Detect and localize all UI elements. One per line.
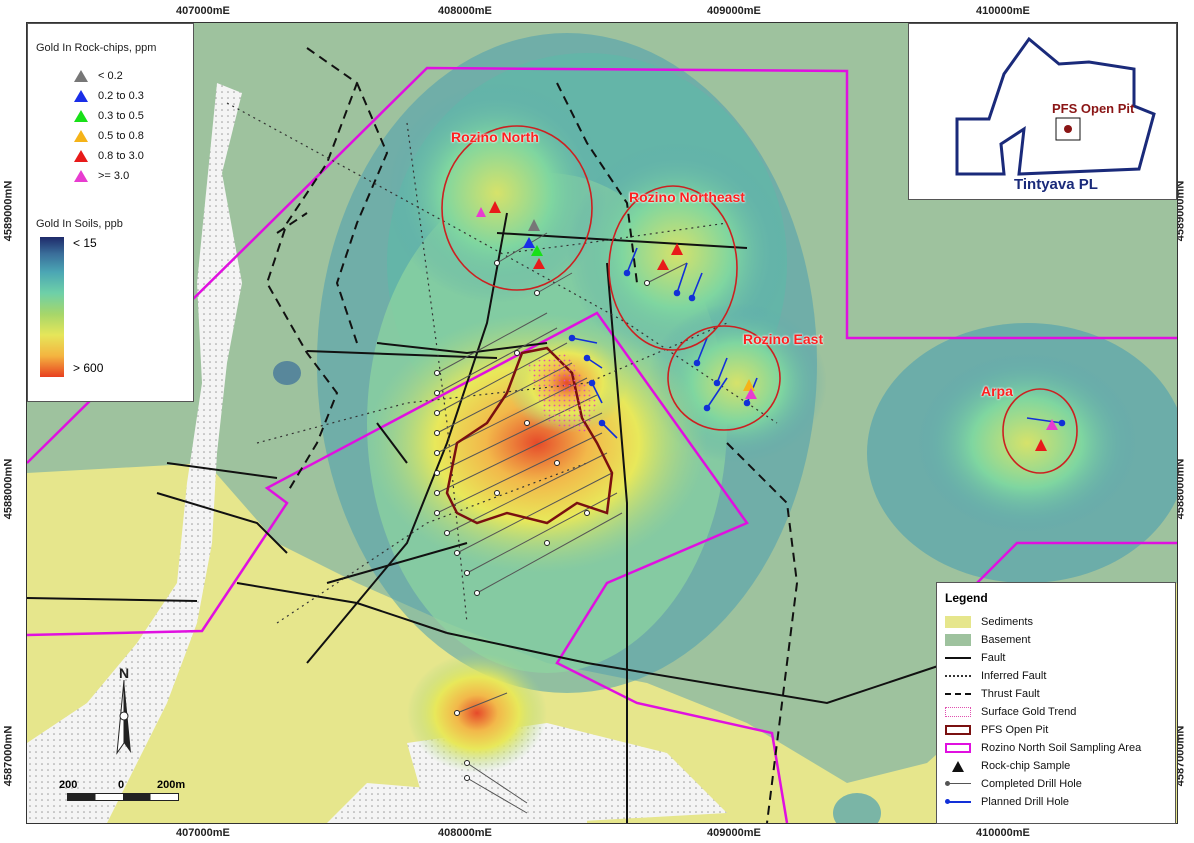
y-tick-left: 4589000mN [2, 180, 15, 242]
inferred-fault-line-icon [945, 675, 971, 677]
scale-label-mid: 0 [118, 779, 125, 791]
licence-outline [955, 36, 1156, 176]
x-tick-bottom: 408000mE [438, 827, 492, 839]
target-ellipses [441, 125, 1078, 474]
y-tick-left: 4588000mN [2, 458, 15, 520]
planned-drill-hole-icon [945, 796, 971, 808]
x-tick-top: 408000mE [438, 5, 492, 17]
fault-line-icon [945, 657, 971, 659]
inset-map: PFS Open Pit Tintyava PL [908, 23, 1177, 200]
rockchip-legend-item: >= 3.0 [74, 166, 144, 186]
map-legend: Legend Sediments Basement Fault Inferred… [936, 582, 1176, 824]
pit-outline-swatch [945, 725, 971, 735]
legend-title: Legend [945, 591, 988, 605]
rockchip-legend-list: < 0.2 0.2 to 0.3 0.3 to 0.5 0.5 to 0.8 0… [74, 66, 144, 186]
legend-item-sediments: Sediments [945, 613, 1141, 631]
target-label-rozino-northeast: Rozino Northeast [629, 189, 745, 205]
target-label-rozino-east: Rozino East [743, 331, 824, 347]
soil-colour-ramp [40, 237, 64, 377]
legend-list: Sediments Basement Fault Inferred Fault … [945, 613, 1141, 811]
rock-chip-samples [476, 201, 1058, 451]
planned-drill-holes [568, 247, 1066, 439]
target-label-rozino-north: Rozino North [451, 129, 539, 145]
gold-values-legend: Gold In Rock-chips, ppm < 0.2 0.2 to 0.3… [27, 23, 194, 402]
soil-legend-high: > 600 [73, 361, 104, 375]
triangle-icon [74, 130, 88, 142]
target-label-arpa: Arpa [981, 383, 1013, 399]
legend-item-planned-drill-hole: Planned Drill Hole [945, 793, 1141, 811]
soil-legend-low: < 15 [73, 236, 97, 250]
sediments-area [27, 463, 1177, 823]
inset-pit-label: PFS Open Pit [1052, 101, 1135, 116]
north-arrow-icon [116, 679, 131, 755]
sediments-swatch [945, 616, 971, 628]
soil-sampling-area-east [976, 541, 1177, 584]
rockchip-legend-item: 0.3 to 0.5 [74, 106, 144, 126]
rock-chip-triangle-icon [945, 760, 971, 772]
triangle-icon [74, 170, 88, 182]
legend-item-inferred-fault: Inferred Fault [945, 667, 1141, 685]
rockchip-legend-title: Gold In Rock-chips, ppm [36, 42, 157, 54]
completed-drill-hole-icon [945, 778, 971, 790]
y-tick-left: 4587000mN [2, 725, 15, 787]
triangle-icon [74, 110, 88, 122]
map-canvas[interactable] [27, 23, 1177, 823]
legend-item-basement: Basement [945, 631, 1141, 649]
rockchip-legend-item: 0.5 to 0.8 [74, 126, 144, 146]
triangle-icon [74, 90, 88, 102]
inferred-faults [226, 102, 778, 624]
sampling-area-swatch [945, 743, 971, 753]
legend-item-sampling-area: Rozino North Soil Sampling Area [945, 739, 1141, 757]
faults [27, 212, 948, 823]
soil-legend-title: Gold In Soils, ppb [36, 218, 123, 230]
completed-drill-collars [434, 260, 650, 781]
x-tick-bottom: 407000mE [176, 827, 230, 839]
soil-sampling-area-south [27, 311, 789, 823]
rockchip-legend-item: 0.8 to 3.0 [74, 146, 144, 166]
legend-item-thrust-fault: Thrust Fault [945, 685, 1141, 703]
legend-item-pfs-open-pit: PFS Open Pit [945, 721, 1141, 739]
soil-sampling-area-north [27, 66, 1177, 464]
thrust-faults [265, 47, 799, 823]
thrust-fault-line-icon [945, 693, 971, 695]
triangle-icon [74, 70, 88, 82]
legend-item-fault: Fault [945, 649, 1141, 667]
rockchip-legend-item: 0.2 to 0.3 [74, 86, 144, 106]
triangle-icon [74, 150, 88, 162]
surface-gold-trend [527, 353, 597, 433]
legend-item-completed-drill-hole: Completed Drill Hole [945, 775, 1141, 793]
x-tick-top: 410000mE [976, 5, 1030, 17]
x-tick-top: 407000mE [176, 5, 230, 17]
scale-label-right: 200m [157, 779, 186, 791]
alluvium [27, 83, 587, 823]
basement-swatch [945, 634, 971, 646]
legend-item-rock-chip: Rock-chip Sample [945, 757, 1141, 775]
x-tick-top: 409000mE [707, 5, 761, 17]
scale-bar [67, 793, 179, 801]
x-tick-bottom: 410000mE [976, 827, 1030, 839]
pfs-open-pit [445, 346, 614, 525]
rockchip-legend-item: < 0.2 [74, 66, 144, 86]
legend-item-surface-gold-trend: Surface Gold Trend [945, 703, 1141, 721]
inset-licence-label: Tintyava PL [1014, 176, 1098, 193]
x-tick-bottom: 409000mE [707, 827, 761, 839]
scale-label-left: 200 [59, 779, 78, 791]
north-label: N [119, 665, 130, 681]
surface-gold-trend-swatch [945, 707, 971, 717]
